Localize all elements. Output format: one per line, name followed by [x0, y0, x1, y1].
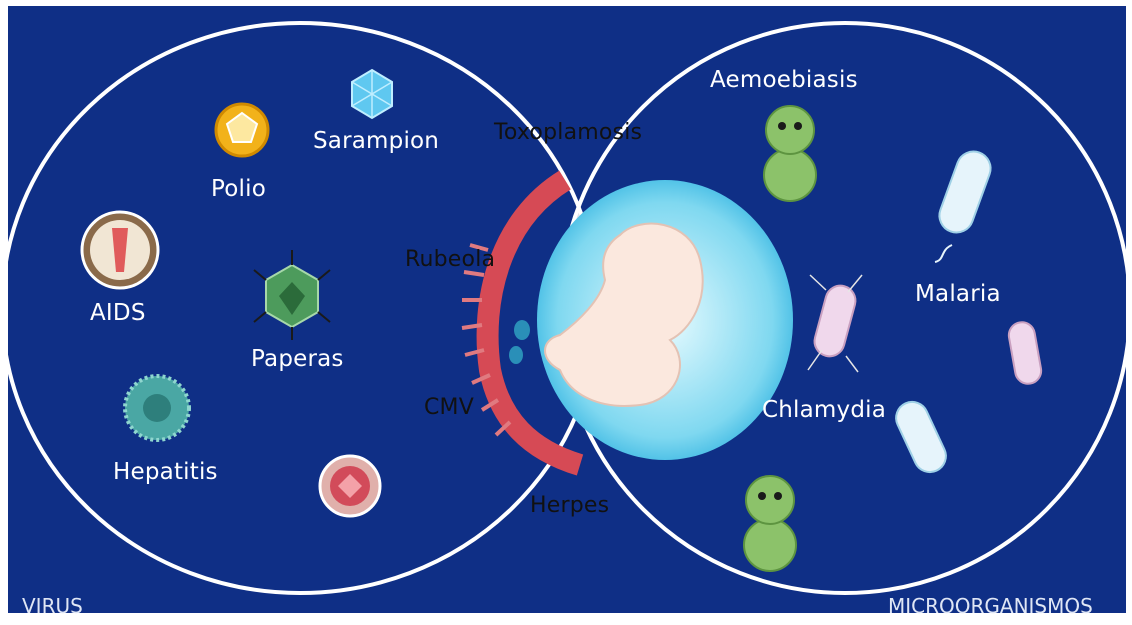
herpes-label: Herpes	[530, 493, 609, 518]
toxoplamosis-label: Toxoplamosis	[494, 120, 642, 145]
aids-label: AIDS	[90, 300, 146, 326]
polio-label: Polio	[211, 176, 266, 202]
hepatitis-label: Hepatitis	[113, 459, 218, 485]
sarampion-label: Sarampion	[313, 128, 439, 154]
aemoebiasis-label: Aemoebiasis	[710, 67, 858, 93]
cmv-label: CMV	[424, 395, 474, 420]
polio-virus-icon	[216, 104, 268, 156]
aids-virus-icon	[82, 212, 158, 288]
paperas-label: Paperas	[251, 346, 344, 372]
hepatitis-virus-icon	[125, 376, 189, 440]
microorganisms-set-label: MICROORGANISMOS	[888, 594, 1093, 618]
unlabeled-virus-icon	[320, 456, 380, 516]
chlamydia-label: Chlamydia	[762, 397, 886, 423]
rubeola-label: Rubeola	[405, 247, 495, 272]
malaria-label: Malaria	[915, 281, 1001, 307]
virus-set-label: VIRUS	[22, 594, 83, 618]
